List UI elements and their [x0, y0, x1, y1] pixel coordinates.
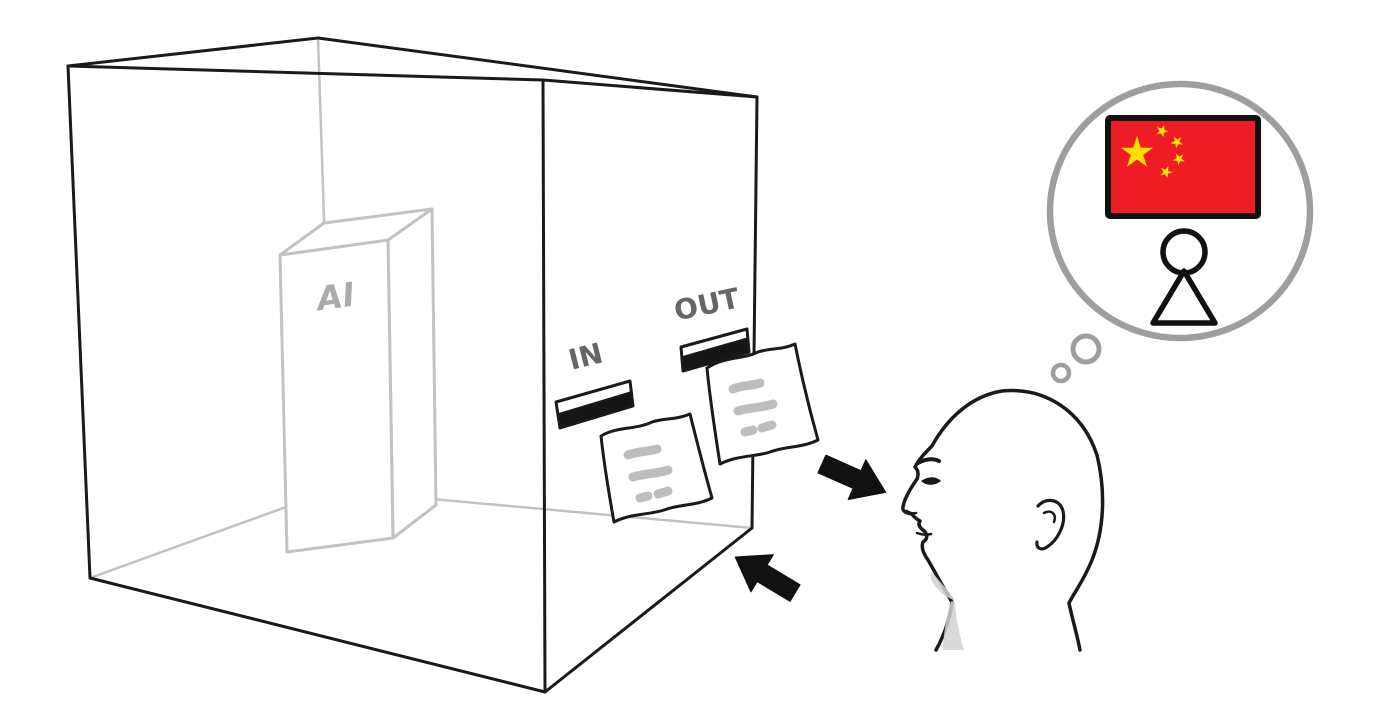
- cube-outer-edges: [66, 36, 759, 694]
- eye: [921, 477, 941, 485]
- ai-server-box: [278, 207, 438, 554]
- thought-bubble-trail: [1050, 333, 1102, 384]
- nostril: [905, 509, 918, 515]
- mouth-line: [915, 531, 933, 536]
- person-head: [901, 388, 1105, 652]
- output-paper-scribbles: [728, 378, 778, 437]
- outer-cube: AI: [66, 36, 759, 694]
- eyebrow: [916, 457, 941, 465]
- ai-box-top-face: [278, 207, 434, 257]
- input-paper-sheet: [599, 412, 714, 524]
- ear: [1035, 498, 1066, 551]
- arrow-to-box-icon: [734, 554, 801, 602]
- thought-bubble: [1046, 80, 1314, 384]
- in-slot-opening: [557, 391, 634, 429]
- neck-shading: [930, 572, 964, 650]
- arrow-to-person-icon: [817, 454, 887, 500]
- flag-field: [1105, 115, 1261, 219]
- ai-box-right-face: [386, 207, 438, 540]
- person-icon-head: [1160, 228, 1208, 276]
- head-outline: [901, 388, 1105, 652]
- out-slot-opening: [681, 337, 750, 372]
- in-slot: [554, 379, 635, 430]
- out-slot: [679, 327, 751, 373]
- person-icon-body: [1150, 268, 1218, 326]
- person-icon: [1150, 228, 1218, 326]
- output-paper: [705, 342, 820, 466]
- china-flag-icon: [1105, 115, 1261, 219]
- in-label: IN: [565, 336, 606, 376]
- out-label: OUT: [671, 282, 742, 328]
- ai-label: AI: [311, 275, 357, 319]
- input-paper-scribbles: [623, 444, 673, 503]
- input-paper: [599, 412, 714, 524]
